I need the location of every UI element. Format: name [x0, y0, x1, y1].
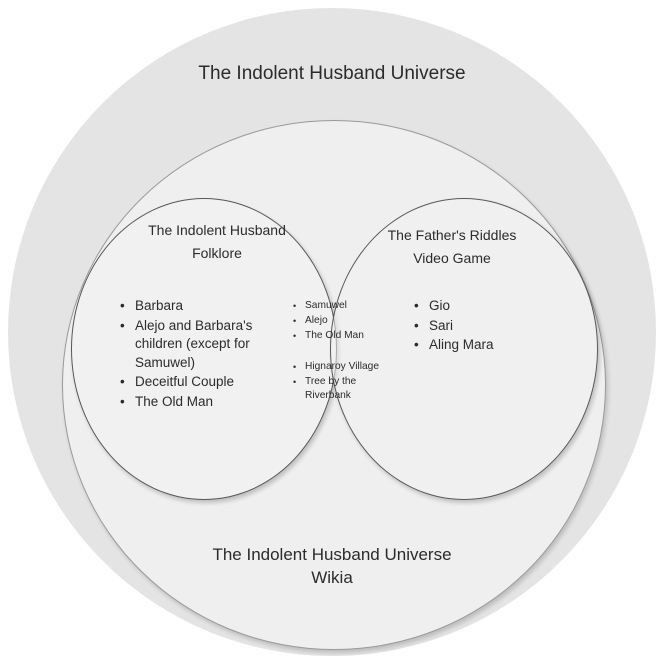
wikia-title-line1: The Indolent Husband Universe	[212, 545, 452, 564]
intersection-characters-list: Samuwel Alejo The Old Man	[292, 299, 380, 343]
right-set-items: Gio Sari Aling Mara	[412, 297, 552, 356]
list-item: Gio	[412, 297, 552, 316]
left-set-items: Barbara Alejo and Barbara's children (ex…	[118, 297, 278, 412]
list-item: Sari	[412, 317, 552, 336]
right-set-title: The Father's Riddles Video Game	[356, 224, 548, 270]
wikia-title-line2: Wikia	[311, 568, 353, 587]
list-item: Alejo	[292, 314, 380, 328]
right-set-item-list: Gio Sari Aling Mara	[412, 297, 552, 355]
list-item: The Old Man	[118, 393, 278, 412]
outer-universe-title: The Indolent Husband Universe	[198, 63, 466, 84]
left-set-title-line2: Folklore	[192, 245, 242, 261]
list-item: Alejo and Barbara's children (except for…	[118, 317, 278, 373]
right-set-title-line2: Video Game	[413, 250, 491, 266]
intersection-items: Samuwel Alejo The Old Man Hignaroy Villa…	[292, 299, 380, 404]
list-item: Tree by the Riverbank	[292, 375, 380, 403]
left-set-title-line1: The Indolent Husband	[148, 222, 286, 238]
left-set-title: The Indolent Husband Folklore	[112, 219, 322, 265]
list-item: Hignaroy Village	[292, 360, 380, 374]
intersection-group-separator	[292, 344, 380, 360]
list-item: Samuwel	[292, 299, 380, 313]
right-set-title-line1: The Father's Riddles	[387, 227, 517, 243]
list-item: Barbara	[118, 297, 278, 316]
list-item: The Old Man	[292, 329, 380, 343]
list-item: Deceitful Couple	[118, 373, 278, 392]
left-set-item-list: Barbara Alejo and Barbara's children (ex…	[118, 297, 278, 411]
intersection-places-list: Hignaroy Village Tree by the Riverbank	[292, 360, 380, 403]
list-item: Aling Mara	[412, 336, 552, 355]
wikia-container-title: The Indolent Husband Universe Wikia	[0, 543, 664, 589]
